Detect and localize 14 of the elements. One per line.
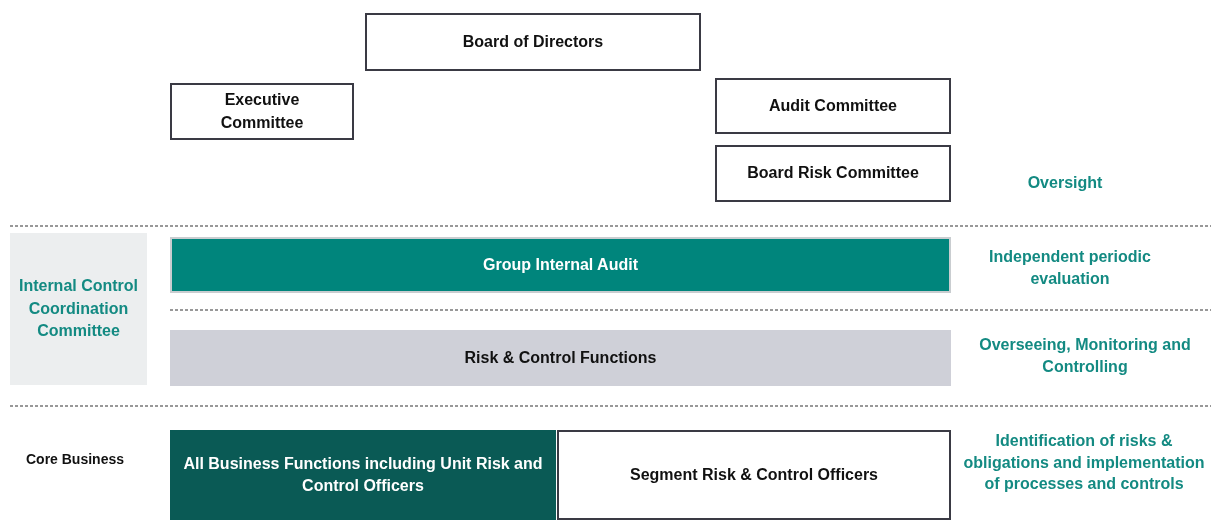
org-box: Audit Committee <box>715 78 951 134</box>
org-box: Board Risk Committee <box>715 145 951 202</box>
level-description: Oversight <box>1026 173 1104 193</box>
function-box: All Business Functions including Unit Risk and Control Officers <box>170 430 556 520</box>
level-description: Overseeing, Monitoring and Controlling <box>978 335 1192 377</box>
org-box: Board of Directors <box>365 13 701 71</box>
org-box: Executive Committee <box>170 83 354 140</box>
function-bar: Group Internal Audit <box>170 237 951 293</box>
org-box: Segment Risk & Control Officers <box>557 430 951 520</box>
level-description: Identification of risks & obligations and implementation of processes and controls <box>962 431 1206 495</box>
level-description: Independent periodic evaluation <box>988 247 1152 289</box>
committee-panel: Internal Control Coordination Committee <box>10 233 147 385</box>
function-bar: Risk & Control Functions <box>170 330 951 386</box>
row-label: Core Business <box>24 450 125 469</box>
